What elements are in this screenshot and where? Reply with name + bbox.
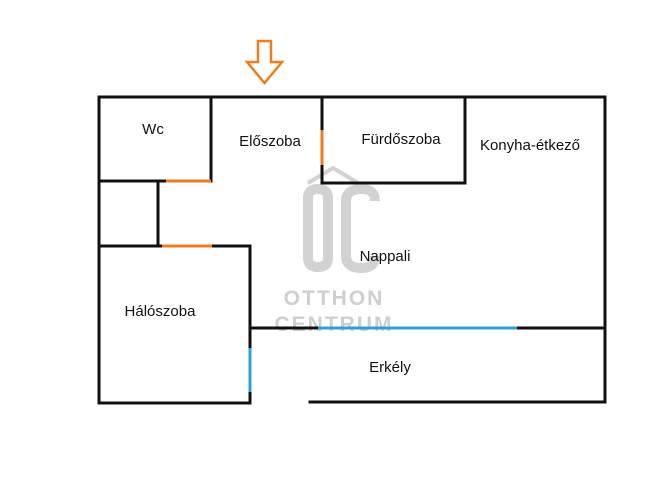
room-label-hallway: Előszoba: [239, 133, 301, 150]
watermark-c-icon: [341, 183, 380, 274]
room-label-balcony: Erkély: [369, 359, 411, 376]
doors: [162, 130, 324, 248]
watermark-logo: OTTHON CENTRUM: [275, 165, 394, 336]
room-label-kitchen: Konyha-étkező: [480, 137, 580, 154]
walls: [97, 95, 607, 405]
down-arrow-icon: [244, 39, 285, 85]
watermark-line2: CENTRUM: [275, 313, 394, 336]
room-label-living-room: Nappali: [360, 248, 411, 265]
room-label-wc: Wc: [142, 121, 164, 138]
windows: [248, 326, 517, 392]
watermark-line1: OTTHON: [284, 287, 385, 310]
room-label-bedroom: Hálószoba: [125, 303, 197, 320]
watermark-roof-icon: [306, 165, 360, 185]
room-label-bathroom: Fürdőszoba: [361, 131, 441, 148]
watermark-o-icon: [303, 183, 333, 273]
